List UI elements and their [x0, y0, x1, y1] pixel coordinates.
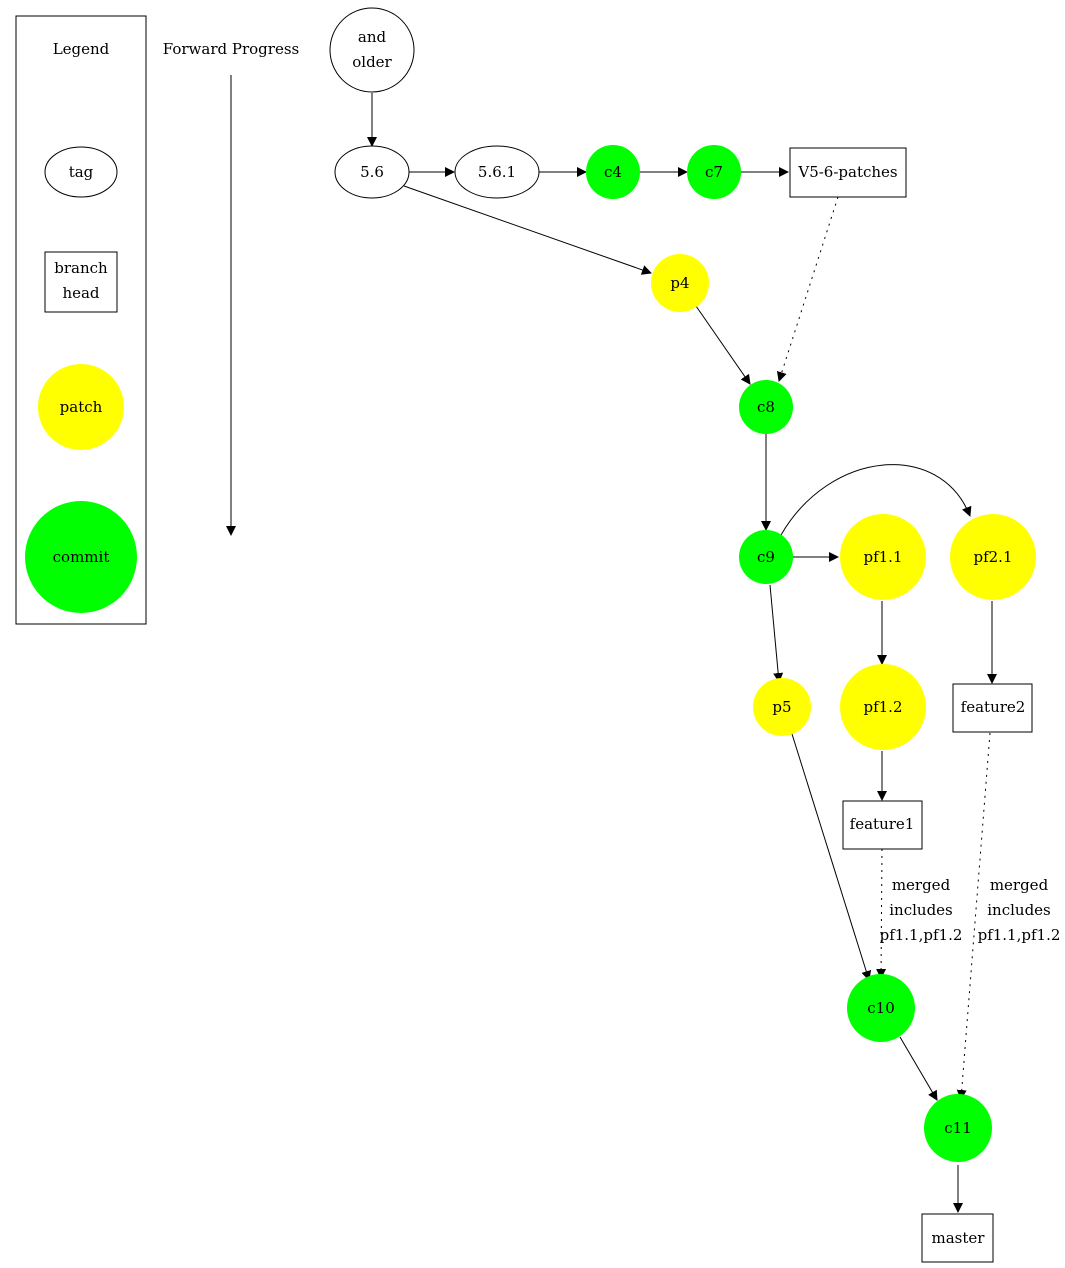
legend-branch-label-line2: head: [62, 284, 99, 302]
node-5.6.1: 5.6.1: [454, 145, 540, 199]
edge-5.6-p4: [403, 185, 652, 275]
legend-title: Legend: [53, 40, 110, 58]
commit-shape: [924, 1094, 992, 1162]
legend-tag-label: tag: [69, 163, 94, 181]
node-5.6: 5.6: [334, 145, 410, 199]
edge-label-line: pf1.1,pf1.2: [880, 926, 963, 944]
legend-patch-shape: [38, 364, 124, 450]
edge-p5-c10: [791, 733, 872, 981]
patch-shape: [950, 514, 1036, 600]
node-c11: c11: [924, 1094, 992, 1162]
node-pf1.1: pf1.1: [840, 514, 926, 600]
node-and-older: and older: [329, 7, 415, 93]
edge-v5-6-patches-c8: [776, 196, 839, 382]
patch-shape: [840, 664, 926, 750]
edge-label-line: includes: [987, 901, 1051, 919]
edge-c9-p5: [769, 584, 784, 683]
node-label: feature1: [850, 815, 915, 833]
node-pf2.1: pf2.1: [950, 514, 1036, 600]
node-p4: p4: [651, 254, 709, 312]
node-label: c8: [757, 398, 775, 416]
node-p5: p5: [753, 678, 811, 736]
legend-commit-shape: [25, 501, 137, 613]
edge-c10-c11: [899, 1036, 938, 1101]
commit-shape: [586, 145, 640, 199]
legend-frame: [15, 15, 147, 625]
branch-shape: [921, 1213, 994, 1263]
legend-branch-label-line1: branch: [54, 259, 108, 277]
edge-feature2-c11: [956, 732, 991, 1100]
edge-c9-pf2.1: [780, 464, 972, 536]
node-label: master: [932, 1229, 986, 1247]
branch-shape: [842, 800, 923, 850]
edge-label-line: pf1.1,pf1.2: [978, 926, 1061, 944]
tag-shape: [329, 7, 415, 93]
commit-shape: [847, 974, 915, 1042]
commit-shape: [739, 380, 793, 434]
node-label: c10: [867, 999, 895, 1017]
edge-label-line: merged: [892, 876, 951, 894]
node-label: and: [358, 28, 387, 46]
node-label: pf1.2: [863, 698, 902, 716]
edge-label-line: merged: [990, 876, 1049, 894]
patch-shape: [840, 514, 926, 600]
node-v5-6-patches: V5-6-patches: [789, 147, 907, 198]
legend-branch-shape: [44, 251, 118, 313]
node-label: 5.6: [360, 163, 384, 181]
node-label: c9: [757, 548, 775, 566]
forward-progress: Forward Progress: [163, 40, 299, 536]
tag-shape: [334, 145, 410, 199]
edge-feature1-c10: [876, 848, 887, 979]
node-label: pf1.1: [863, 548, 902, 566]
node-label: c4: [604, 163, 622, 181]
edge-label-feature1-c10: merged includes pf1.1,pf1.2: [880, 876, 963, 944]
patch-shape: [753, 678, 811, 736]
node-c4: c4: [586, 145, 640, 199]
forward-progress-label: Forward Progress: [163, 40, 299, 58]
node-label: 5.6.1: [478, 163, 516, 181]
legend-tag-shape: [44, 146, 118, 198]
node-c10: c10: [847, 974, 915, 1042]
commit-shape: [687, 145, 741, 199]
branch-shape: [789, 147, 907, 198]
node-label: feature2: [961, 698, 1026, 716]
node-c9: c9: [739, 530, 793, 584]
patch-shape: [651, 254, 709, 312]
commit-shape: [739, 530, 793, 584]
edges: [367, 93, 997, 1213]
node-c7: c7: [687, 145, 741, 199]
node-feature2: feature2: [952, 683, 1033, 733]
node-master: master: [921, 1213, 994, 1263]
node-label: older: [352, 53, 392, 71]
node-label: c11: [944, 1119, 972, 1137]
legend-patch-label: patch: [60, 398, 103, 416]
node-pf1.2: pf1.2: [840, 664, 926, 750]
node-c8: c8: [739, 380, 793, 434]
tag-shape: [454, 145, 540, 199]
node-label: V5-6-patches: [797, 163, 897, 181]
legend-commit-label: commit: [53, 548, 110, 566]
node-label: pf2.1: [973, 548, 1012, 566]
node-label: p5: [772, 698, 791, 716]
node-label: p4: [670, 274, 689, 292]
branch-shape: [952, 683, 1033, 733]
edge-p4-c8: [695, 305, 751, 385]
node-label: c7: [705, 163, 723, 181]
edge-label-line: includes: [889, 901, 953, 919]
edge-label-feature2-c11: merged includes pf1.1,pf1.2: [978, 876, 1061, 944]
node-feature1: feature1: [842, 800, 923, 850]
legend: Legend tag branch head patch commit: [15, 15, 147, 625]
